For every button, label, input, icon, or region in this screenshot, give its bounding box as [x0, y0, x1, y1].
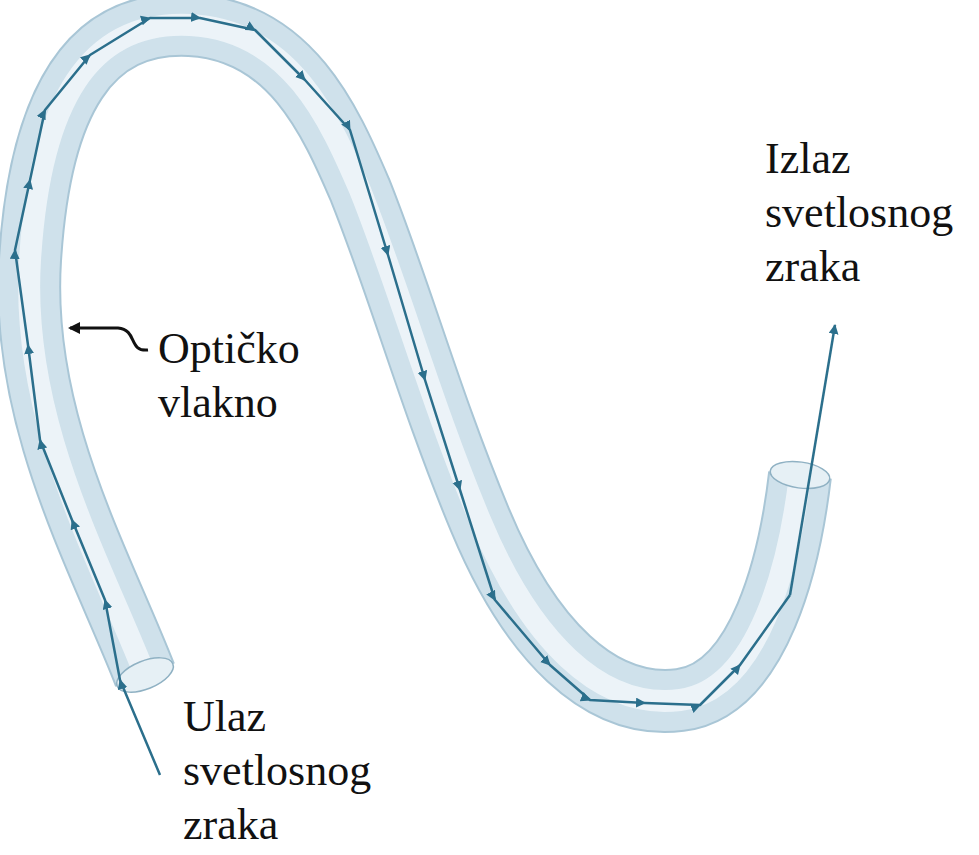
text-label: Optičko vlakno: [158, 322, 300, 430]
fiber-outline: [29, 25, 800, 701]
text-label: Izlaz svetlosnog zraka: [765, 132, 953, 294]
light-ray: [15, 18, 790, 775]
text-label: Ulaz svetlosnog zraka: [183, 690, 371, 852]
light-ray-exit: [790, 325, 835, 595]
fiber-end: [768, 458, 831, 492]
leader-line: [70, 328, 148, 350]
fiber-end: [112, 651, 178, 699]
fiber-body: [29, 25, 800, 701]
fiber-highlight: [29, 25, 800, 701]
